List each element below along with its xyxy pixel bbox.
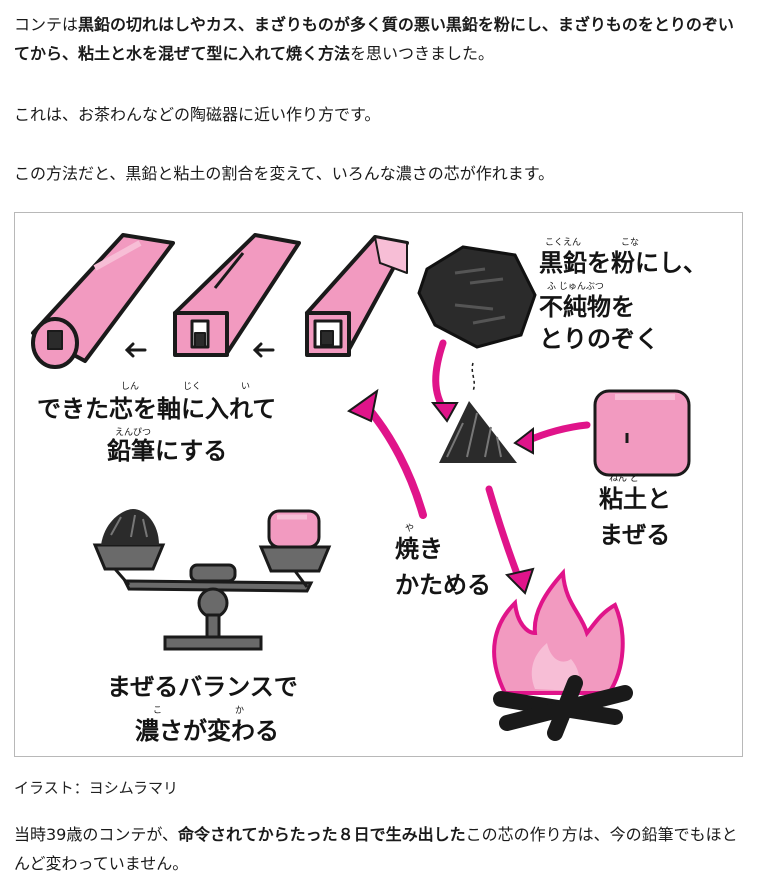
pencil-shaft-groove-icon	[305, 235, 409, 357]
balance-scale-icon	[92, 543, 332, 651]
arrow-left-icon	[124, 342, 275, 358]
pencil-core-process-illustration: こくえん こな 黒鉛を粉にし、 ふ じゅんぶつ 不純物を とりのぞく ねん ど …	[31, 233, 707, 745]
ruby-enpitsu: えんぴつ	[115, 427, 151, 438]
label-clay-line2: まぜる	[599, 521, 670, 549]
clay-cube-icon	[593, 389, 691, 477]
illustration-credit-caption: イラスト：ヨシムラマリ	[14, 779, 178, 797]
ruby-fujunbutsu: ふ じゅんぶつ	[547, 281, 604, 292]
label-clay-line1: 粘土と	[599, 485, 671, 513]
bold-text-segment: 黒鉛の切れはしやカス、まざりものが多く質の悪い黒鉛を粉にし、まざりものをとりのぞ…	[14, 15, 734, 63]
label-balance-line1: まぜるバランスで	[107, 673, 298, 701]
text-segment: を思いつきました。	[350, 44, 495, 63]
graphite-lump-icon	[417, 245, 537, 349]
paragraph-ratio-variation: この方法だと、黒鉛と粘土の割合を変えて、いろんな濃さの芯が作れます。	[14, 159, 749, 188]
label-fire-line2: かためる	[395, 571, 491, 599]
label-graphite-line1: 黒鉛を粉にし、	[539, 249, 707, 277]
text-segment: これは、お茶わんなどの陶磁器に近い作り方です。	[14, 105, 381, 124]
text-segment: 当時39歳のコンテが、	[14, 825, 179, 844]
paragraph-conte-method: コンテは黒鉛の切れはしやカス、まざりものが多く質の悪い黒鉛を粉にし、まざりものを…	[14, 10, 749, 68]
ruby-ko: こ	[153, 706, 162, 716]
ruby-ya: や	[405, 523, 414, 534]
label-core-line1: できた芯を軸に入れて	[37, 395, 276, 423]
arrow-up-magenta-icon	[347, 388, 427, 519]
label-core-line2: 鉛筆にする	[107, 437, 227, 465]
ruby-i: い	[241, 382, 250, 392]
clay-on-scale-icon	[267, 509, 321, 549]
paragraph-ceramics-comparison: これは、お茶わんなどの陶磁器に近い作り方です。	[14, 100, 749, 129]
paragraph-conte-invention-time: 当時39歳のコンテが、命令されてからたった８日で生み出したこの芯の作り方は、今の…	[14, 820, 749, 878]
arrow-left-magenta-icon	[513, 421, 591, 455]
ruby-kokuen: こくえん	[545, 237, 581, 248]
label-balance-line2: 濃さが変わる	[135, 717, 279, 745]
ruby-nendo: ねん ど	[609, 473, 639, 484]
ruby-shin: しん	[121, 381, 139, 392]
pencil-shaft-full-icon	[31, 233, 175, 369]
label-graphite-line2: 不純物を	[539, 293, 635, 321]
ruby-kona: こな	[621, 237, 639, 248]
arrow-down-magenta-icon	[430, 339, 476, 423]
text-segment: この方法だと、黒鉛と粘土の割合を変えて、いろんな濃さの芯が作れます。	[14, 164, 555, 183]
arrow-down-to-fire-icon	[485, 485, 535, 595]
label-fire-line1: 焼き	[395, 535, 443, 563]
ruby-ka: か	[235, 705, 244, 716]
ruby-jiku: じく	[183, 381, 201, 392]
label-graphite-line3: とりのぞく	[539, 325, 659, 353]
campfire-icon	[492, 568, 633, 741]
pencil-shaft-open-icon	[173, 233, 301, 357]
bold-text-segment: 命令されてからたった８日で生み出した	[178, 825, 466, 844]
illustration-figure: こくえん こな 黒鉛を粉にし、 ふ じゅんぶつ 不純物を とりのぞく ねん ど …	[14, 212, 743, 757]
text-segment: コンテは	[14, 15, 79, 34]
graphite-on-scale-icon	[101, 509, 159, 545]
text-segment: この芯の作り方は、今の鉛筆でもほとんど変わっていません。	[14, 825, 738, 873]
graphite-powder-pile-icon	[439, 401, 517, 463]
